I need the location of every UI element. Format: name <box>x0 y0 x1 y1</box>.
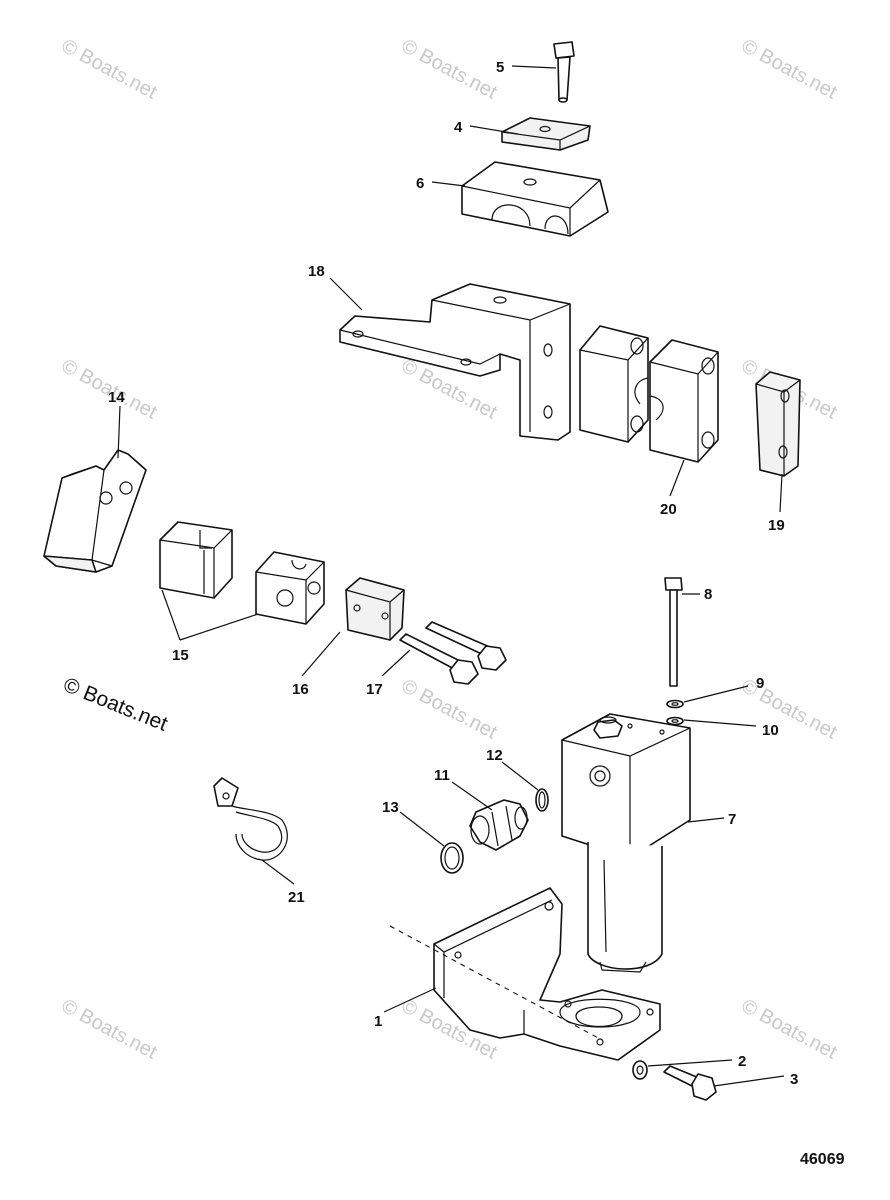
document-number: 46069 <box>800 1151 845 1168</box>
part-16-plate <box>345 577 405 641</box>
callout-11: 11 <box>434 767 450 784</box>
leader-lines <box>117 65 785 1087</box>
watermark: © Boats.net <box>398 675 501 744</box>
part-1-main-bracket <box>433 887 661 1061</box>
callout-12: 12 <box>486 747 503 764</box>
callout-16: 16 <box>292 681 309 698</box>
part-11-fitting <box>469 799 529 851</box>
watermark: © Boats.net <box>738 35 841 104</box>
watermark: © Boats.net <box>738 995 841 1064</box>
watermark: © Boats.net <box>58 995 161 1064</box>
part-12-o-ring <box>535 788 549 812</box>
part-21-clip <box>213 777 288 861</box>
part-5-bolt <box>553 41 575 103</box>
callout-19: 19 <box>768 517 785 534</box>
watermark: © Boats.net <box>58 35 161 104</box>
part-9-washer <box>666 699 684 709</box>
callout-18: 18 <box>308 263 325 280</box>
callout-17: 17 <box>366 681 383 698</box>
callout-7: 7 <box>728 811 736 828</box>
alignment-line <box>389 925 603 1041</box>
callout-2: 2 <box>738 1053 746 1070</box>
callout-8: 8 <box>704 586 712 603</box>
part-14-mount-housing <box>43 449 147 573</box>
callout-6: 6 <box>416 175 424 192</box>
callout-4: 4 <box>454 119 463 136</box>
callout-13: 13 <box>382 799 399 816</box>
watermark: © Boats.net <box>398 35 501 104</box>
part-13-o-ring <box>440 842 464 874</box>
callout-1: 1 <box>374 1013 382 1030</box>
callout-15: 15 <box>172 647 189 664</box>
part-15-blocks <box>159 521 325 625</box>
callouts: 5 4 6 18 14 20 19 15 16 17 8 9 10 12 11 … <box>108 59 798 1088</box>
callout-20: 20 <box>660 501 677 518</box>
callout-10: 10 <box>762 722 779 739</box>
part-17-bolts <box>399 621 507 685</box>
part-10-washer <box>666 716 684 726</box>
callout-14: 14 <box>108 389 125 406</box>
callout-5: 5 <box>496 59 504 76</box>
part-2-washer <box>632 1060 648 1080</box>
part-7-filter-assembly <box>561 713 691 973</box>
part-18-bracket <box>339 283 571 441</box>
callout-9: 9 <box>756 675 764 692</box>
watermark-prominent: © Boats.net <box>60 673 171 736</box>
callout-21: 21 <box>288 889 305 906</box>
part-3-bolt <box>663 1065 717 1101</box>
part-8-long-bolt <box>664 577 683 687</box>
callout-3: 3 <box>790 1071 798 1088</box>
watermark: © Boats.net <box>738 675 841 744</box>
part-20-clamp-halves <box>579 325 719 463</box>
part-6-clamp-block <box>461 161 609 237</box>
part-19-shim-plate <box>755 371 801 477</box>
part-4-plate <box>501 117 591 151</box>
